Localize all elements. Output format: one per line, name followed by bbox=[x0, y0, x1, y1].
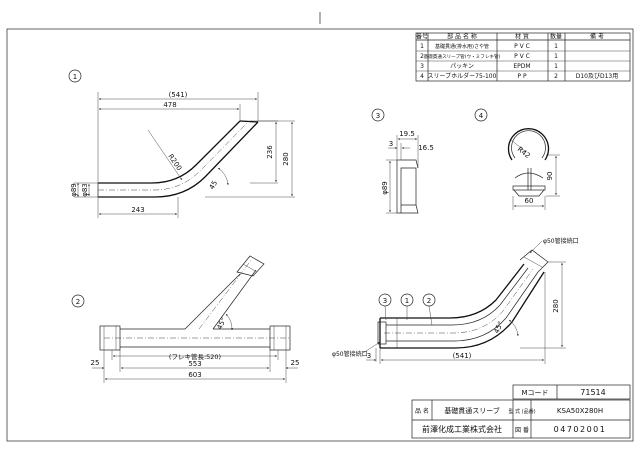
dim-od-outer: φ89 bbox=[70, 183, 78, 197]
dim-height: 280 bbox=[552, 299, 560, 312]
drawing-label: 図 番 bbox=[515, 427, 529, 434]
model-label: 型 式 (品番) bbox=[508, 408, 535, 415]
table-row-no: 2 bbox=[420, 53, 424, 60]
table-row-name: 基礎貫通(排水用)さや管 bbox=[435, 43, 489, 50]
view-3-label: 3 bbox=[376, 112, 380, 120]
dim-right-outer: 280 bbox=[282, 152, 290, 165]
table-row-no: 4 bbox=[420, 73, 424, 80]
dim-length: (541) bbox=[453, 352, 472, 360]
code-label: Mコード bbox=[521, 389, 548, 397]
dim-angle: 45° bbox=[493, 320, 506, 335]
table-row-name: 基礎貫通スリーブ管(ウ・ミフレキ管) bbox=[424, 53, 501, 60]
table-row-qty: 2 bbox=[554, 73, 558, 80]
table-row-no: 1 bbox=[420, 43, 424, 50]
table-header-note: 備 考 bbox=[590, 33, 604, 41]
model-value: KSA50X280H bbox=[557, 407, 603, 415]
title-block: Mコード 71514 品 名 基礎貫通スリーブ 型 式 (品番) KSA50X2… bbox=[411, 384, 631, 439]
table-row-material: P V C bbox=[514, 43, 530, 50]
assembly-callout: 1 bbox=[405, 297, 409, 305]
assembly-callout: 2 bbox=[427, 297, 431, 305]
table-header-name: 部 品 名 称 bbox=[447, 33, 477, 41]
product-name: 基礎貫通スリーブ bbox=[444, 406, 500, 415]
view-4: 4 R42 90 60 bbox=[474, 108, 560, 210]
dim-right: 16.5 bbox=[418, 144, 434, 152]
dim-right-inner: 236 bbox=[266, 145, 274, 159]
table-row-material: EPDM bbox=[513, 63, 530, 70]
label-top-connection: φ50管接続口 bbox=[543, 237, 579, 245]
dim-top: 478 bbox=[163, 101, 176, 109]
dim-width: 60 bbox=[525, 197, 534, 205]
dim-angle: 45 bbox=[208, 179, 219, 191]
assembly-view: 3 1 2 φ50管接続口 φ50管接続口 45° 280 (541) 3 bbox=[332, 237, 579, 364]
dim-outer: 603 bbox=[188, 371, 201, 379]
name-label: 品 名 bbox=[415, 407, 429, 415]
dim-left: 3 bbox=[389, 140, 393, 148]
label-bottom-connection: φ50管接続口 bbox=[332, 350, 368, 358]
dim-left-offset: 3 bbox=[367, 352, 371, 360]
table-header-material: 材 質 bbox=[515, 33, 529, 41]
dim-right-end: 25 bbox=[291, 359, 300, 367]
dim-od-inner: φ83 bbox=[81, 183, 89, 197]
company-name: 前澤化成工業株式会社 bbox=[422, 424, 502, 434]
table-row-qty: 1 bbox=[554, 53, 558, 60]
dim-left-end: 25 bbox=[91, 359, 100, 367]
view-2: 2 45° (フレキ管長:520) 553 60 bbox=[71, 255, 300, 383]
table-row-material: P P bbox=[517, 73, 527, 80]
dim-radius: R200 bbox=[166, 153, 183, 173]
sheet-border bbox=[6, 28, 634, 442]
drawing-number: 04702001 bbox=[554, 425, 607, 434]
view-1: 1 (541) 478 243 236 280 bbox=[68, 69, 295, 218]
table-header-qty: 数量 bbox=[550, 33, 562, 41]
dim-angle: 45° bbox=[216, 316, 229, 331]
dim-overall: (541) bbox=[169, 91, 188, 99]
assembly-callout: 3 bbox=[383, 297, 387, 305]
dim-bottom: 243 bbox=[131, 206, 144, 214]
table-header-no: 番号 bbox=[416, 34, 428, 41]
table-row-qty: 1 bbox=[554, 63, 558, 70]
table-row-qty: 1 bbox=[554, 43, 558, 50]
dim-inner: 553 bbox=[188, 360, 201, 368]
code-value: 71514 bbox=[580, 388, 605, 397]
table-row-note: D10及びD13用 bbox=[576, 72, 619, 80]
dim-flex-length: (フレキ管長:520) bbox=[169, 352, 221, 361]
view-2-label: 2 bbox=[76, 298, 80, 306]
dim-radius: R42 bbox=[516, 145, 532, 160]
table-row-material: P V C bbox=[514, 53, 530, 60]
dim-width: 19.5 bbox=[399, 130, 415, 138]
dim-height: φ89 bbox=[381, 181, 389, 195]
dim-height: 90 bbox=[546, 172, 554, 181]
view-4-label: 4 bbox=[479, 112, 484, 120]
view-1-label: 1 bbox=[73, 73, 77, 81]
table-row-name: スリーブホルダー75-100 bbox=[428, 72, 497, 80]
table-row-no: 3 bbox=[420, 63, 424, 70]
parts-table: 番号 部 品 名 称 材 質 数量 備 考 1 基礎貫通(排水用)さや管 P V… bbox=[415, 33, 631, 82]
view-3: 3 19.5 3 16.5 φ89 bbox=[371, 108, 434, 214]
table-row-name: パッキン bbox=[450, 63, 474, 70]
